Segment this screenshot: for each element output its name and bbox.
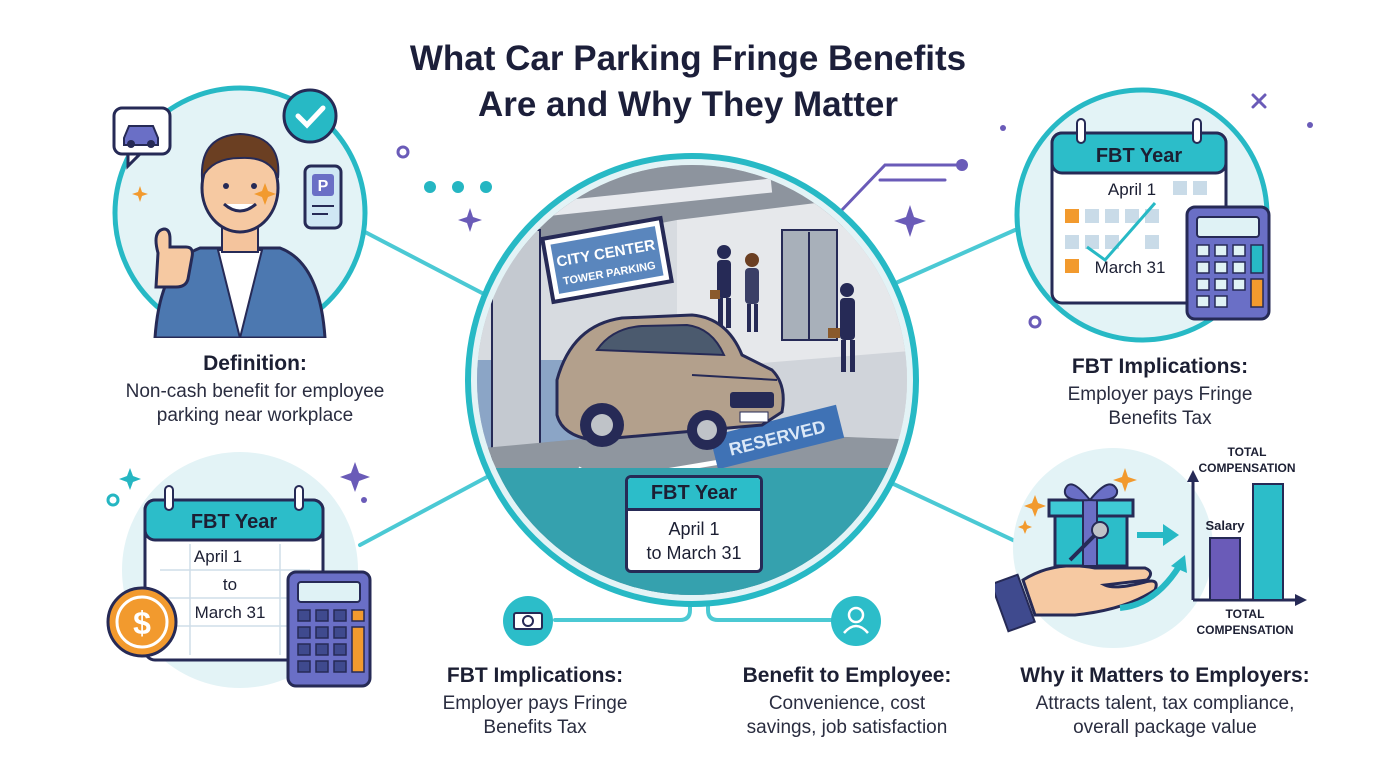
bl-calendar-title: FBT Year	[191, 511, 278, 533]
bl-calendar-start: April 1	[194, 547, 242, 566]
tr-calendar-start: April 1	[1108, 180, 1156, 199]
fbt-bottom-heading: FBT Implications:	[446, 664, 624, 687]
title-line-1: What Car Parking Fringe Benefits	[409, 39, 967, 78]
person-badge-icon	[831, 596, 881, 646]
definition-line-2: parking near workplace	[156, 405, 354, 426]
bl-calendar-end: March 31	[195, 603, 266, 622]
fbt-year-calendar-bottom-left: FBT Year April 1 to March 31 $	[106, 452, 372, 688]
fbt-year-calendar-top-right: FBT Year April 1 March 31	[1014, 87, 1271, 343]
fbt-implications-bottom-block: FBT Implications: Employer pays Fringe B…	[400, 664, 670, 740]
fbt-top-heading: FBT Implications:	[1071, 355, 1249, 378]
calculator-icon	[286, 570, 372, 688]
key-icon	[1068, 521, 1109, 562]
fbt-top-line-1: Employer pays Fringe	[1067, 384, 1253, 405]
fbt-bottom-line-2: Benefits Tax	[483, 717, 587, 738]
money-icon	[503, 596, 553, 646]
fbt-top-line-2: Benefits Tax	[1108, 408, 1212, 429]
employee-benefit-block: Benefit to Employee: Convenience, cost s…	[712, 664, 982, 740]
center-fbt-year-card: FBT Year April 1 to March 31	[625, 475, 763, 573]
person-illustration: P	[112, 85, 368, 338]
bl-calendar-mid: to	[223, 575, 237, 594]
compensation-illustration: Salary TOTAL COMPENSATION TOTAL COMPENSA…	[995, 445, 1307, 648]
definition-block: Definition: Non-cash benefit for employe…	[90, 352, 420, 428]
car-icon	[112, 106, 172, 170]
parking-card-icon: P	[303, 164, 343, 230]
salary-label: Salary	[1205, 518, 1245, 533]
tr-calendar-end: March 31	[1095, 258, 1166, 277]
gift-icon	[1047, 483, 1135, 568]
parking-sign: CITY CENTER TOWER PARKING	[540, 215, 674, 305]
title-line-2: Are and Why They Matter	[477, 85, 899, 124]
center-card-line-2: to March 31	[646, 543, 742, 563]
fbt-implications-top-block: FBT Implications: Employer pays Fringe B…	[1010, 355, 1310, 431]
svg-text:$: $	[133, 605, 151, 641]
bottom-total-label-1: TOTAL	[1226, 607, 1265, 621]
center-card-line-1: April 1	[668, 519, 720, 539]
dollar-coin-icon: $	[106, 586, 178, 658]
tr-calendar-title: FBT Year	[1096, 145, 1183, 167]
employee-benefit-line-1: Convenience, cost	[768, 693, 926, 714]
car-illustration	[555, 313, 785, 450]
svg-text:P: P	[318, 178, 329, 195]
employee-benefit-line-2: savings, job satisfaction	[746, 717, 948, 738]
employer-matter-heading: Why it Matters to Employers:	[1020, 664, 1310, 687]
fbt-bottom-line-1: Employer pays Fringe	[442, 693, 628, 714]
bottom-total-label-2: COMPENSATION	[1196, 623, 1293, 637]
employer-matter-line-2: overall package value	[1073, 717, 1257, 738]
definition-line-1: Non-cash benefit for employee	[125, 381, 385, 402]
employee-benefit-heading: Benefit to Employee:	[742, 664, 952, 687]
salary-bar	[1209, 537, 1241, 601]
definition-heading: Definition:	[203, 352, 307, 375]
employer-matter-block: Why it Matters to Employers: Attracts ta…	[985, 664, 1345, 740]
top-total-label-1: TOTAL	[1228, 445, 1267, 459]
center-card-title: FBT Year	[628, 478, 760, 511]
checkmark-icon	[282, 88, 338, 144]
employer-matter-line-1: Attracts talent, tax compliance,	[1035, 693, 1295, 714]
top-total-label-2: COMPENSATION	[1198, 461, 1295, 475]
page-title: What Car Parking Fringe Benefits Are and…	[0, 36, 1376, 128]
total-compensation-bar	[1252, 483, 1284, 601]
calculator-icon	[1185, 205, 1271, 321]
